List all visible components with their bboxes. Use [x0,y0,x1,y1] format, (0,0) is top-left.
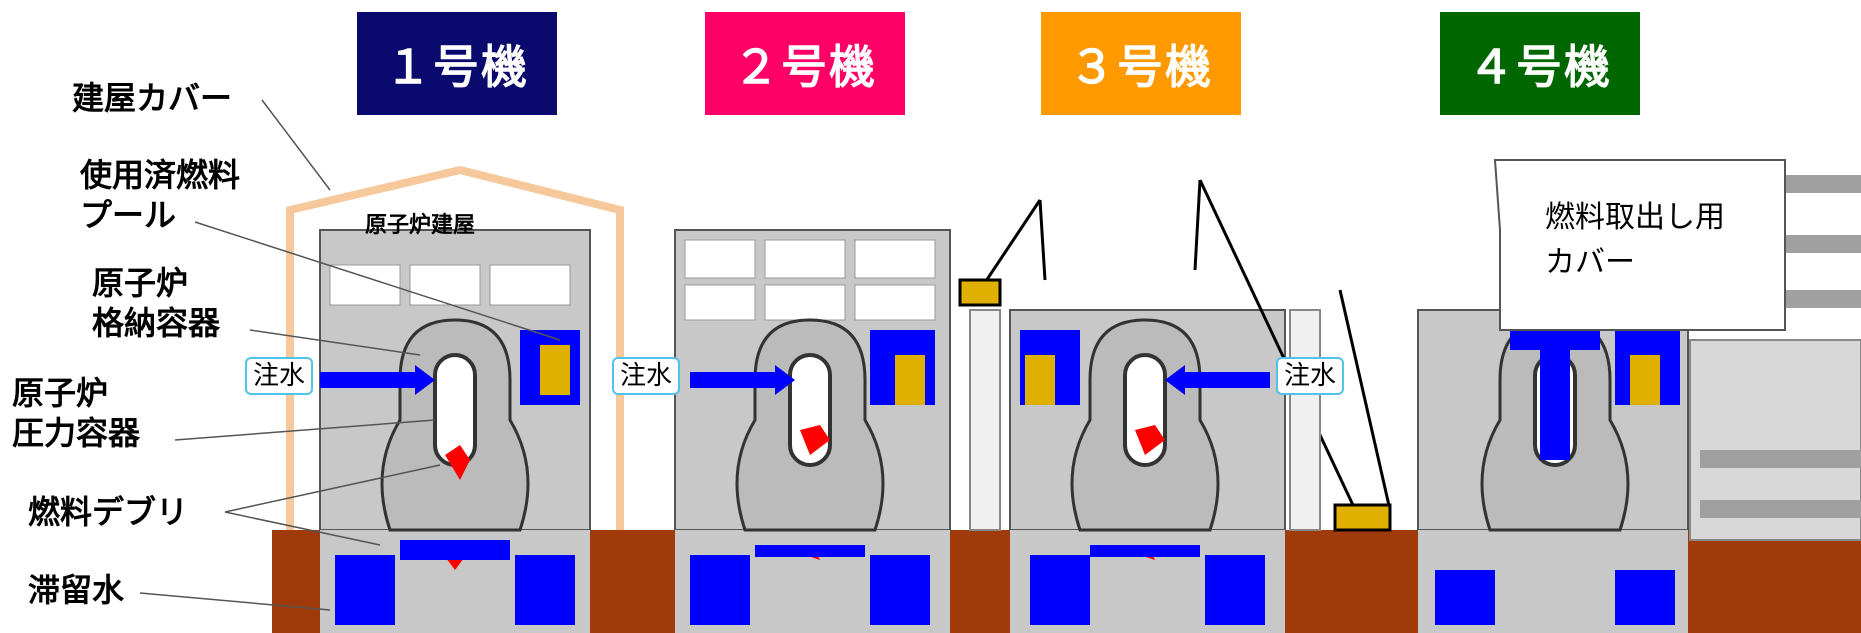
stagnant-water [335,540,1675,625]
leader-lines [139,99,561,611]
label-spent-fuel-pool-2: プール [80,196,177,234]
unit-3-header: ３号機 [1041,12,1241,115]
water-injection-arrows [320,365,1270,395]
label-pressure-vessel-1: 原子炉 [12,374,109,412]
spent-fuel-pool-2 [870,330,935,405]
label-fuel-removal-cover-2: カバー [1545,245,1635,280]
label-spent-fuel-pool-1: 使用済燃料 [80,156,241,194]
spent-fuel-pool-4 [1615,330,1680,405]
building-cover-outline [286,165,624,530]
label-stagnant-water: 滞留水 [28,571,125,609]
crane-unit-3 [1193,179,1392,532]
label-pressure-vessel-2: 圧力容器 [12,414,141,452]
unit-1-header: １号機 [357,12,557,115]
spent-fuel-pool-3 [1020,330,1080,405]
unit-4-header: ４号機 [1440,12,1640,115]
water-injection-tag-2: 注水 [612,357,681,395]
unit4-side-stripes [1700,175,1861,518]
fuel-removal-cover [1493,159,1786,331]
label-building-cover: 建屋カバー [72,79,233,117]
label-fuel-debris: 燃料デブリ [28,493,189,531]
crane-unit-2 [958,199,1047,307]
water-injection-tag-1: 注水 [245,357,314,395]
label-containment-1: 原子炉 [92,264,189,302]
water-injection-tag-3: 注水 [1276,357,1345,395]
support-towers [969,309,1321,531]
label-containment-2: 格納容器 [92,304,221,342]
unit-2-header: ２号機 [705,12,905,115]
label-reactor-building: 原子炉建屋 [365,213,476,238]
label-fuel-removal-cover-1: 燃料取出し用 [1545,200,1725,235]
spent-fuel-pool-1 [520,330,580,405]
unit4-water-t [1510,330,1600,460]
